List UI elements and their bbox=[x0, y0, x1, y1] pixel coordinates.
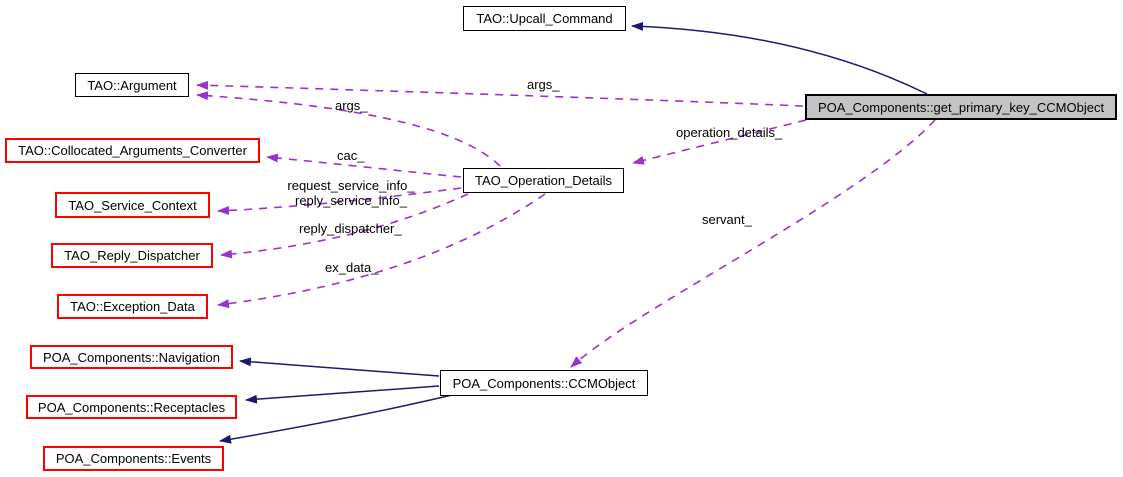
edge-upcall-command bbox=[631, 21, 928, 95]
edge-receptacles bbox=[245, 385, 440, 404]
edge-label-servant: servant_ bbox=[702, 212, 752, 227]
node-label: POA_Components::CCMObject bbox=[452, 375, 636, 391]
node-label: TAO_Operation_Details bbox=[474, 173, 613, 188]
node-label: TAO::Collocated_Arguments_Converter bbox=[18, 143, 247, 158]
node-tao-argument[interactable]: TAO::Argument bbox=[75, 73, 189, 97]
edge-label-args-main: args_ bbox=[527, 77, 560, 92]
edge-label-ex-data: ex_data_ bbox=[325, 260, 379, 275]
node-label: TAO::Argument bbox=[87, 77, 177, 93]
node-label: TAO_Reply_Dispatcher bbox=[64, 248, 200, 263]
node-tao-reply-dispatcher[interactable]: TAO_Reply_Dispatcher bbox=[51, 243, 213, 268]
node-poa-components-ccmobject[interactable]: POA_Components::CCMObject bbox=[440, 370, 648, 396]
node-label: POA_Components::get_primary_key_CCMObjec… bbox=[817, 99, 1105, 115]
node-tao-collocated-arguments-converter[interactable]: TAO::Collocated_Arguments_Converter bbox=[5, 138, 260, 163]
edge-label-reply-dispatcher: reply_dispatcher_ bbox=[299, 221, 402, 236]
node-label: TAO::Upcall_Command bbox=[476, 11, 613, 26]
node-label: TAO_Service_Context bbox=[68, 197, 197, 213]
node-tao-service-context[interactable]: TAO_Service_Context bbox=[55, 192, 210, 218]
node-label: POA_Components::Navigation bbox=[42, 349, 221, 365]
node-label: POA_Components::Receptacles bbox=[37, 399, 226, 415]
node-poa-components-events[interactable]: POA_Components::Events bbox=[43, 446, 224, 471]
node-label: TAO::Exception_Data bbox=[70, 299, 195, 314]
node-tao-upcall-command[interactable]: TAO::Upcall_Command bbox=[463, 6, 626, 31]
node-tao-operation-details[interactable]: TAO_Operation_Details bbox=[463, 168, 624, 193]
node-label: POA_Components::Events bbox=[55, 451, 212, 466]
edge-label-service-info: request_service_info_ reply_service_info… bbox=[287, 178, 415, 208]
edge-label-cac: cac_ bbox=[337, 148, 365, 163]
edge-reply-dispatcher bbox=[220, 193, 469, 259]
edge-label-args-operation-details: args_ bbox=[335, 98, 368, 113]
edge-service-info bbox=[217, 187, 462, 215]
node-poa-components-receptacles[interactable]: POA_Components::Receptacles bbox=[26, 395, 237, 419]
edge-args-main bbox=[196, 80, 804, 107]
edge-ex-data bbox=[217, 193, 546, 309]
node-get-primary-key-ccmobject: POA_Components::get_primary_key_CCMObjec… bbox=[805, 94, 1117, 120]
edge-servant bbox=[570, 119, 936, 368]
edge-label-operation-details: operation_details_ bbox=[676, 125, 783, 140]
node-poa-components-navigation[interactable]: POA_Components::Navigation bbox=[30, 345, 233, 369]
edge-cac bbox=[266, 153, 462, 178]
edge-events bbox=[219, 394, 453, 444]
node-tao-exception-data[interactable]: TAO::Exception_Data bbox=[57, 294, 208, 319]
edge-navigation bbox=[239, 357, 440, 377]
